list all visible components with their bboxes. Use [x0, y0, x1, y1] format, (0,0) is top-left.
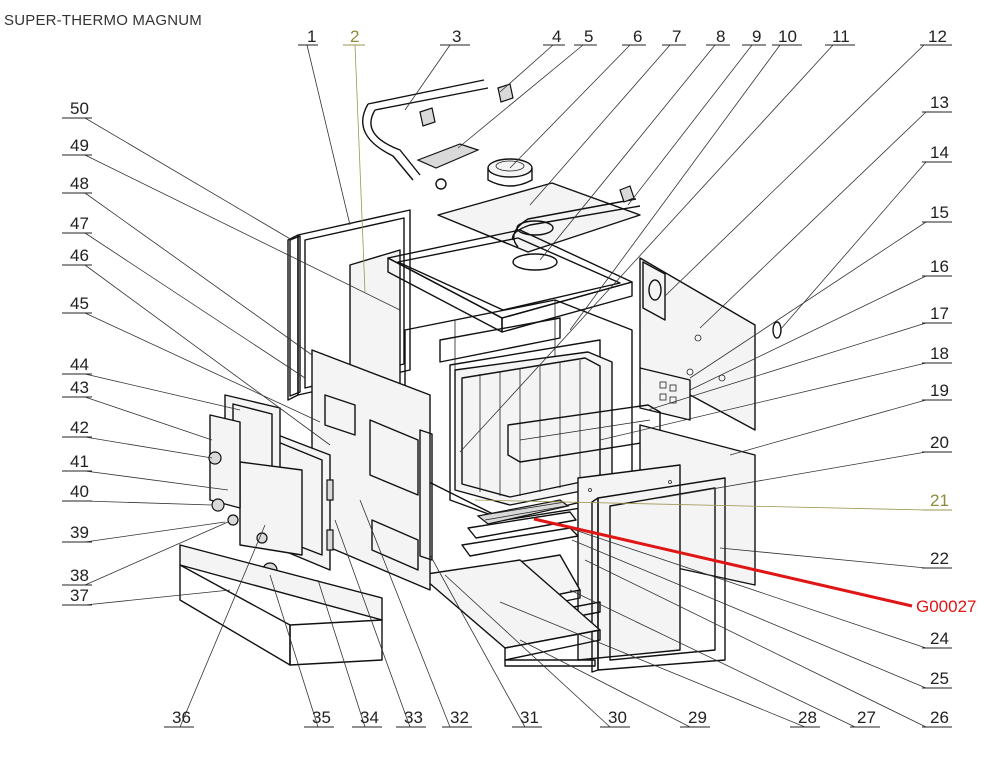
label-44: 44	[70, 355, 89, 374]
label-7: 7	[672, 27, 681, 46]
pipe-clips	[419, 83, 514, 127]
base-plate	[419, 559, 601, 667]
cover-plate	[416, 143, 480, 169]
door-inner-panel	[577, 464, 681, 661]
label-43: 43	[70, 378, 89, 397]
label-19: 19	[930, 381, 949, 400]
label-10: 10	[778, 27, 797, 46]
label-30: 30	[608, 708, 627, 727]
label-17: 17	[930, 304, 949, 323]
label-37: 37	[70, 586, 89, 605]
top-pipe	[362, 79, 489, 181]
label-40: 40	[70, 482, 89, 501]
left-rail	[289, 235, 301, 397]
part-number-labels: 1 2 3 4 5 6 7 8 9 10 11 12 13 14 15 16 1…	[62, 27, 952, 728]
label-1: 1	[307, 27, 316, 46]
label-8: 8	[716, 27, 725, 46]
firebox	[454, 351, 613, 506]
label-32: 32	[450, 708, 469, 727]
label-38: 38	[70, 566, 89, 585]
label-26: 26	[930, 708, 949, 727]
flue-collar	[487, 158, 533, 187]
label-29: 29	[688, 708, 707, 727]
label-22: 22	[930, 549, 949, 568]
back-panel	[287, 209, 411, 401]
top-frame	[387, 229, 633, 333]
label-11: 11	[832, 27, 850, 46]
label-14: 14	[930, 143, 949, 162]
label-9: 9	[752, 27, 761, 46]
label-28: 28	[798, 708, 817, 727]
right-side-panel	[639, 257, 782, 431]
label-41: 41	[70, 452, 89, 471]
knobs	[208, 451, 268, 544]
label-39: 39	[70, 523, 89, 542]
label-33: 33	[404, 708, 423, 727]
label-49: 49	[70, 136, 89, 155]
label-35: 35	[312, 708, 331, 727]
callout-g00027: G00027	[533, 517, 977, 616]
label-15: 15	[930, 203, 949, 222]
label-18: 18	[930, 344, 949, 363]
grates	[461, 499, 579, 557]
label-20: 20	[930, 433, 949, 452]
label-42: 42	[70, 418, 89, 437]
label-24: 24	[930, 629, 949, 648]
label-21: 21	[930, 491, 949, 510]
label-27: 27	[857, 708, 876, 727]
page-title: SUPER-THERMO MAGNUM	[4, 12, 202, 29]
label-12: 12	[928, 27, 947, 46]
glass-plate	[239, 461, 303, 556]
label-5: 5	[584, 27, 593, 46]
drawer	[179, 544, 383, 666]
label-3: 3	[452, 27, 461, 46]
label-50: 50	[70, 99, 89, 118]
label-2: 2	[350, 27, 359, 46]
label-45: 45	[70, 294, 89, 313]
label-46: 46	[70, 246, 89, 265]
label-4: 4	[552, 27, 561, 46]
label-13: 13	[930, 93, 949, 112]
side-door-panel	[209, 414, 241, 509]
label-31: 31	[520, 708, 539, 727]
label-48: 48	[70, 174, 89, 193]
label-36: 36	[172, 708, 191, 727]
label-6: 6	[633, 27, 642, 46]
label-16: 16	[930, 257, 949, 276]
knob-icon	[208, 451, 222, 465]
label-25: 25	[930, 669, 949, 688]
label-47: 47	[70, 214, 89, 233]
leader-lines	[84, 44, 927, 728]
callout-code: G00027	[916, 597, 977, 616]
label-34: 34	[360, 708, 379, 727]
stove-drawing	[179, 79, 782, 673]
connector-ring	[435, 178, 447, 190]
